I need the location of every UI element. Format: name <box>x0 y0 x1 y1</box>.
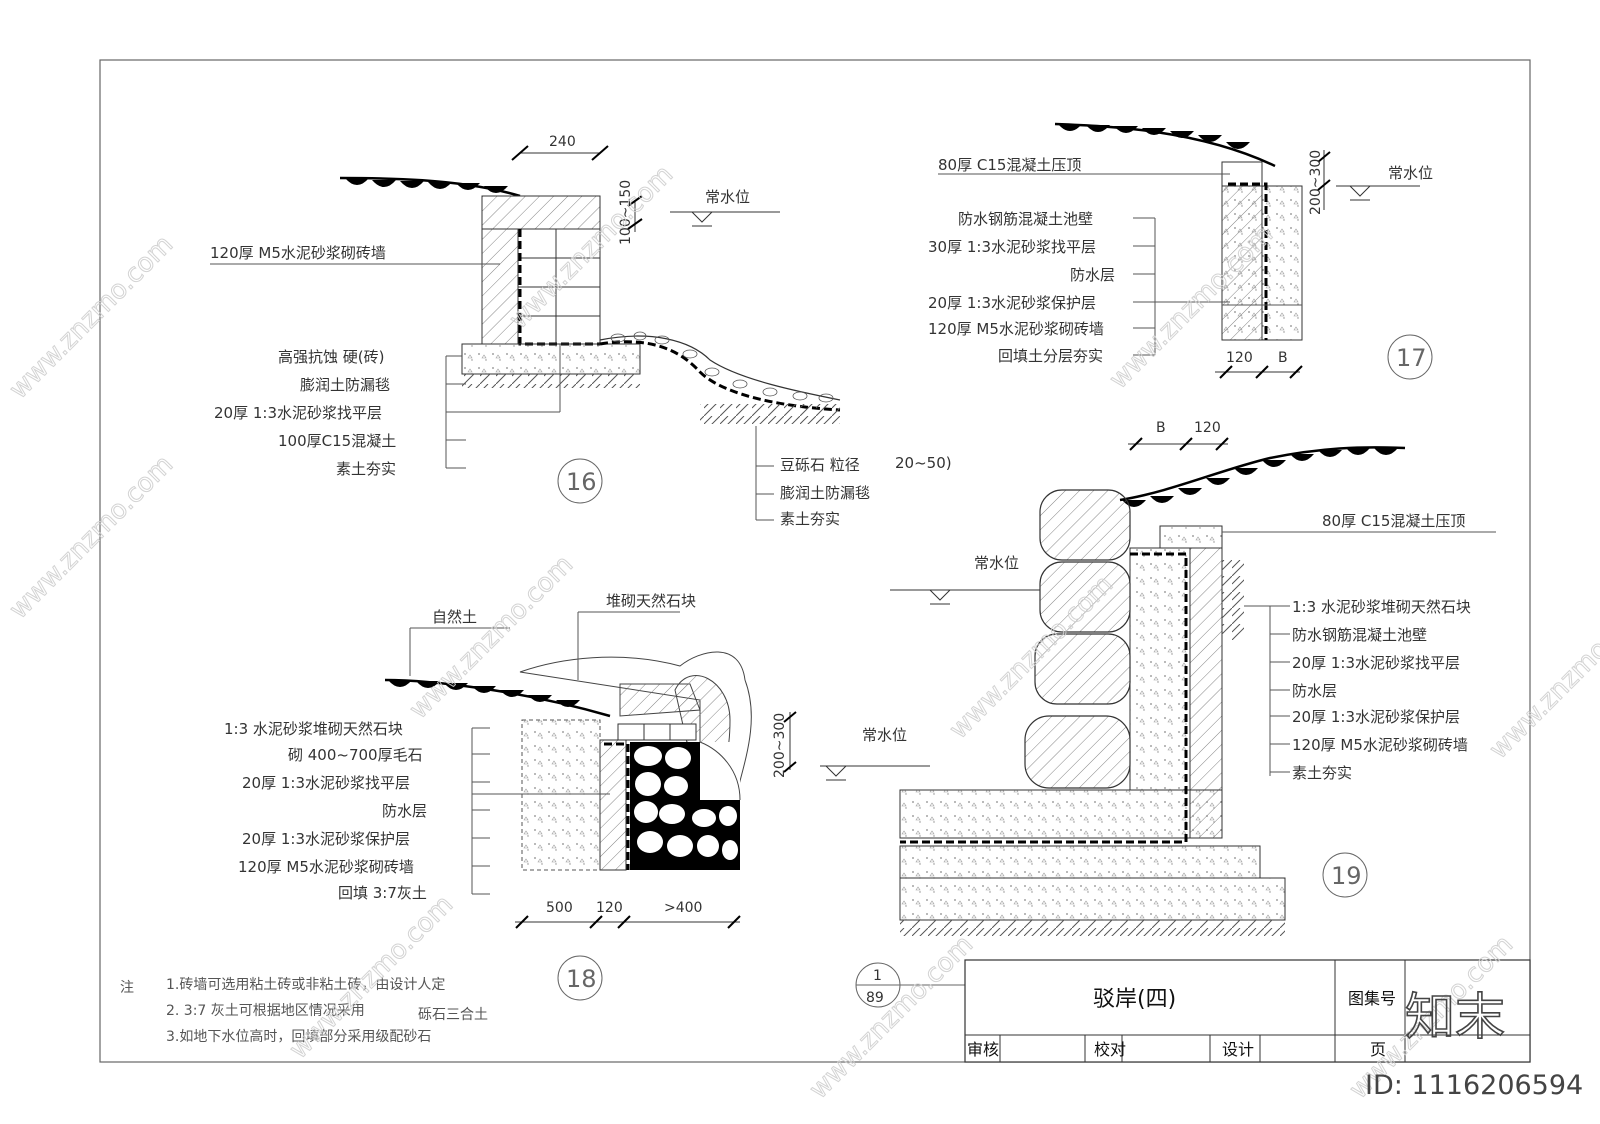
sheet-ref-bottom: 89 <box>866 990 884 1006</box>
note-3: 3.如地下水位高时，回填部分采用级配砂石 <box>166 1028 431 1045</box>
d19-layer-7: 素土夯实 <box>1292 764 1352 782</box>
d17-dim-side: 200~300 <box>1308 150 1324 215</box>
sheet-reference: 1 89 <box>855 962 965 1008</box>
d16-dim-side: 100~150 <box>618 180 634 245</box>
d19-layer-2: 防水钢筋混凝土池壁 <box>1292 626 1427 644</box>
d16-layer-1: 高强抗蚀 硬(砖) <box>278 348 384 366</box>
d18-layer-3: 20厚 1:3水泥砂浆找平层 <box>242 774 410 792</box>
d16-layer-5: 素土夯实 <box>336 460 396 478</box>
d16-layer-2: 膨润土防漏毯 <box>300 376 390 394</box>
review-label: 审核 <box>967 1040 999 1059</box>
d18-number: 18 <box>566 965 597 993</box>
d16-dim-top: 240 <box>549 134 576 150</box>
d18-layer-6: 120厚 M5水泥砂浆砌砖墙 <box>238 858 414 876</box>
d16-right-layer-3: 素土夯实 <box>780 510 840 528</box>
notes-prefix: 注 <box>120 980 134 996</box>
d17-dim-120: 120 <box>1226 350 1253 366</box>
d17-dim-b: B <box>1278 350 1288 366</box>
d16-wall-label: 120厚 M5水泥砂浆砌砖墙 <box>210 244 386 262</box>
d18-layer-1: 1:3 水泥砂浆堆砌天然石块 <box>224 720 403 738</box>
page-label: 页 <box>1370 1040 1386 1059</box>
check-label: 校对 <box>1094 1040 1126 1059</box>
d16-water-label: 常水位 <box>705 188 750 206</box>
watermark-url-7: www.znzmo.com <box>1484 590 1600 765</box>
d19-layer-3: 20厚 1:3水泥砂浆找平层 <box>1292 654 1460 672</box>
detail-17: 常水位 200~300 80厚 C15混凝土压顶 防水钢筋混凝土池壁 30厚 1… <box>928 122 1433 380</box>
title-block: 驳岸(四) 图集号 审核 校对 设计 页 <box>964 959 1531 1063</box>
notes: 注 1.砖墙可选用粘土砖或非粘土砖，由设计人定 2. 3:7 灰土可根据地区情况… <box>120 977 488 1045</box>
d18-dim-400: >400 <box>664 900 702 916</box>
note-1: 1.砖墙可选用粘土砖或非粘土砖，由设计人定 <box>166 977 445 993</box>
d19-dim-120: 120 <box>1194 420 1221 436</box>
watermark-url-4: www.znzmo.com <box>4 450 179 625</box>
d17-layer-2: 30厚 1:3水泥砂浆找平层 <box>928 238 1096 256</box>
d19-layer-4: 防水层 <box>1292 682 1337 700</box>
d18-natural-soil: 自然土 <box>432 608 477 626</box>
d18-layer-2: 砌 400~700厚毛石 <box>288 746 423 764</box>
d17-cap: 80厚 C15混凝土压顶 <box>938 156 1081 174</box>
d19-dim-b: B <box>1156 420 1166 436</box>
design-label: 设计 <box>1222 1040 1254 1059</box>
d17-water-label: 常水位 <box>1388 164 1433 182</box>
d19-layer-6: 120厚 M5水泥砂浆砌砖墙 <box>1292 736 1468 754</box>
brand-watermark: 知末 <box>1405 988 1505 1046</box>
image-id-label: ID: 1116206594 <box>1365 1070 1583 1101</box>
d18-layer-7: 回填 3:7灰土 <box>338 884 427 902</box>
note-2: 2. 3:7 灰土可根据地区情况采用 <box>166 1003 365 1019</box>
watermark-url-5: www.znzmo.com <box>404 550 579 725</box>
d17-layer-6: 回填土分层夯实 <box>998 347 1103 365</box>
d19-layer-5: 20厚 1:3水泥砂浆保护层 <box>1292 708 1460 726</box>
d18-dim-side: 200~300 <box>772 713 788 778</box>
d16-layer-3: 20厚 1:3水泥砂浆找平层 <box>214 404 382 422</box>
d16-right-layer-1: 豆砾石 粒径 <box>780 456 860 474</box>
sheet-ref-top: 1 <box>873 968 882 984</box>
d17-layer-3: 防水层 <box>1070 266 1115 284</box>
d18-layer-4: 防水层 <box>382 802 427 820</box>
d16-size: 20~50) <box>895 454 952 472</box>
atlas-no-label: 图集号 <box>1348 989 1396 1008</box>
d19-water-label: 常水位 <box>974 554 1019 572</box>
drawing-frame <box>99 59 1531 1063</box>
detail-16: 240 100~150 常水位 120厚 M5水泥砂浆砌砖墙 高强抗蚀 硬(砖)… <box>210 134 952 528</box>
watermark-url-1: www.znzmo.com <box>4 230 179 405</box>
d19-number: 19 <box>1331 862 1362 890</box>
d19-cap: 80厚 C15混凝土压顶 <box>1322 512 1465 530</box>
note-aside: 砾石三合土 <box>418 1007 488 1023</box>
d18-dim-120: 120 <box>596 900 623 916</box>
d17-layer-4: 20厚 1:3水泥砂浆保护层 <box>928 294 1096 312</box>
d17-layer-5: 120厚 M5水泥砂浆砌砖墙 <box>928 320 1104 338</box>
drawing-title: 驳岸(四) <box>1093 987 1176 1012</box>
d17-layer-1: 防水钢筋混凝土池壁 <box>958 210 1093 228</box>
d18-water-label: 常水位 <box>862 726 907 744</box>
d18-layer-5: 20厚 1:3水泥砂浆保护层 <box>242 830 410 848</box>
d17-number: 17 <box>1396 344 1427 372</box>
d18-dim-500: 500 <box>546 900 573 916</box>
d16-right-layer-2: 膨润土防漏毯 <box>780 484 870 502</box>
d18-stone: 堆砌天然石块 <box>606 592 696 610</box>
d16-number: 16 <box>566 468 597 496</box>
detail-19: 常水位 B 120 80厚 C15混凝土压顶 1:3 水泥砂浆堆砌天然石块 防水… <box>890 420 1496 936</box>
d16-layer-4: 100厚C15混凝土 <box>278 432 396 450</box>
detail-18: 常水位 200~300 自然土 堆砌天然石块 1:3 水泥砂浆堆砌天然石块 砌 … <box>224 592 930 1001</box>
watermark-url-9: www.znzmo.com <box>804 930 979 1105</box>
d19-layer-1: 1:3 水泥砂浆堆砌天然石块 <box>1292 598 1471 616</box>
